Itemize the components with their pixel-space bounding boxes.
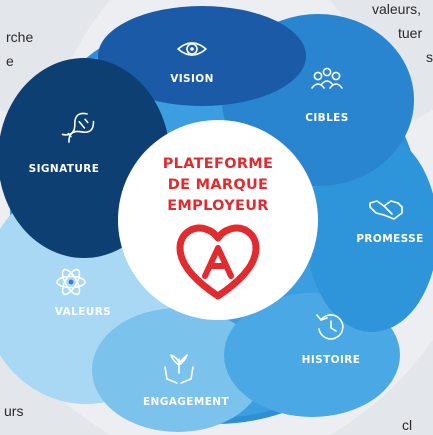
valeurs-group[interactable]: VALEURS xyxy=(55,267,111,318)
dna-icon xyxy=(61,112,95,143)
people-icon xyxy=(311,67,343,89)
fragment-top-right-1: valeurs, xyxy=(372,1,421,17)
signature-group[interactable]: SIGNATURE xyxy=(29,110,100,175)
fragment-top-right-2: tuer xyxy=(398,25,422,41)
history-clock-icon xyxy=(316,314,344,340)
segment-label-promesse: PROMESSE xyxy=(356,233,423,245)
histoire-group[interactable]: HISTOIRE xyxy=(302,314,361,366)
promesse-group[interactable]: PROMESSE xyxy=(356,200,423,245)
center-disk xyxy=(118,120,318,320)
heart-a-logo xyxy=(176,224,260,300)
handshake-icon xyxy=(369,200,403,220)
segment-label-signature: SIGNATURE xyxy=(29,163,100,175)
fragment-bottom-left: urs xyxy=(4,403,23,419)
segment-label-engagement: ENGAGEMENT xyxy=(143,396,230,408)
atom-icon xyxy=(56,268,86,296)
segment-engagement[interactable] xyxy=(92,308,264,432)
segment-label-cibles: CIBLES xyxy=(305,112,348,124)
segment-label-histoire: HISTOIRE xyxy=(302,354,361,366)
fragment-top-right-3: s xyxy=(426,49,433,65)
segment-label-vision: VISION xyxy=(170,73,214,85)
fragment-bottom-right: cl xyxy=(402,417,412,433)
eye-icon xyxy=(177,42,207,56)
center-title-line-3: EMPLOYEUR xyxy=(167,198,269,214)
engagement-group[interactable]: ENGAGEMENT xyxy=(143,354,230,408)
hands-plant-icon xyxy=(164,354,194,384)
segment-vision[interactable] xyxy=(98,6,306,106)
fragment-top-left-2: e xyxy=(6,53,14,69)
vision-group[interactable]: VISION xyxy=(170,42,214,85)
center-title-line-1: PLATEFORME xyxy=(163,156,274,172)
segment-label-valeurs: VALEURS xyxy=(55,306,111,318)
cibles-group[interactable]: CIBLES xyxy=(305,67,348,124)
fragment-top-left-1: rche xyxy=(6,29,33,45)
center-title-line-2: DE MARQUE xyxy=(168,177,269,193)
